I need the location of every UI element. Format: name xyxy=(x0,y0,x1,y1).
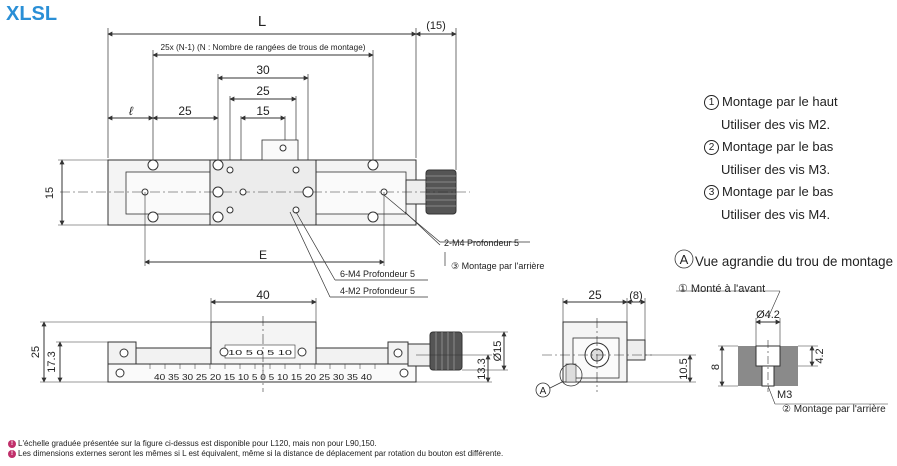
legend-title: Montage par le bas xyxy=(722,184,834,199)
legend-detail: Utiliser des vis M2. xyxy=(721,116,831,132)
detail-labels: A Vue agrandie du trou de montage ① Mont… xyxy=(678,252,893,415)
model-title: XLSL xyxy=(6,3,58,25)
dim-30: 30 xyxy=(256,63,270,77)
side-view-labels: 25 (8) 10.5 A xyxy=(540,288,690,397)
note-row: !L'échelle graduée présentée sur la figu… xyxy=(8,439,503,449)
legend-index: 2 xyxy=(704,140,719,155)
detail-rear-mount: ② Montage par l'arrière xyxy=(782,404,886,415)
dim-25-side: 25 xyxy=(588,288,602,302)
scale-bottom: 40 35 30 25 20 15 10 5 0 5 10 15 20 25 3… xyxy=(154,373,373,382)
callout-m2-4: 4-M2 Profondeur 5 xyxy=(340,286,415,296)
dim-25-center: 25 xyxy=(256,84,270,98)
detail-dia: Ø4.2 xyxy=(756,309,780,321)
legend-detail: Utiliser des vis M4. xyxy=(721,206,831,222)
detail-thread: M3 xyxy=(777,389,792,401)
callout-m4-2: 2-M4 Profondeur 5 xyxy=(444,238,519,248)
note-text: L'échelle graduée présentée sur la figur… xyxy=(18,439,377,448)
dim-pitch: 25x (N-1) (N : Nombre de rangées de trou… xyxy=(161,43,366,52)
dim-15-height: 15 xyxy=(44,187,56,199)
legend-detail: Utiliser des vis M3. xyxy=(721,161,831,177)
dim-17-3: 17.3 xyxy=(46,351,58,372)
dim-13-3: 13.3 xyxy=(476,358,488,379)
warning-icon: ! xyxy=(8,440,16,448)
top-view xyxy=(58,28,530,298)
legend-index: 1 xyxy=(704,95,719,110)
dim-25-left: 25 xyxy=(178,104,192,118)
dim-15-center: 15 xyxy=(256,104,270,118)
detail-title: Vue agrandie du trou de montage xyxy=(695,253,893,269)
notes: !L'échelle graduée présentée sur la figu… xyxy=(8,439,503,459)
detail-marker: A xyxy=(680,252,689,267)
callout-rear-3: ③ Montage par l'arrière xyxy=(451,261,544,271)
dim-10-5: 10.5 xyxy=(678,358,690,379)
front-view-labels: 40 25 17.3 13.3 Ø15 10 5 0 5 10 40 35 30… xyxy=(30,288,504,382)
dim-15-overhang: (15) xyxy=(426,20,446,32)
legend-index: 3 xyxy=(704,185,719,200)
scale-top: 10 5 0 5 10 xyxy=(228,348,292,357)
dim-L: L xyxy=(258,13,266,30)
legend-title: Montage par le bas xyxy=(722,139,834,154)
dim-ell: ℓ xyxy=(129,104,134,118)
front-view xyxy=(40,298,508,392)
dim-25-front: 25 xyxy=(30,346,42,358)
warning-icon: ! xyxy=(8,450,16,458)
detail-dim-8: 8 xyxy=(710,364,722,370)
note-text: Les dimensions externes seront les mêmes… xyxy=(18,449,504,458)
dim-8-side: (8) xyxy=(629,290,642,302)
note-row: !Les dimensions externes seront les même… xyxy=(8,449,503,459)
dim-15-dia: Ø15 xyxy=(492,341,504,362)
dim-E: E xyxy=(259,248,267,262)
detail-dim-4-2: 4.2 xyxy=(814,348,826,363)
legend-title: Montage par le haut xyxy=(722,94,838,109)
dim-40: 40 xyxy=(256,288,270,302)
detail-view xyxy=(674,249,888,405)
callout-m4-6: 6-M4 Profondeur 5 xyxy=(340,269,415,279)
detail-marker-side: A xyxy=(540,386,547,397)
top-view-labels: L (15) 25x (N-1) (N : Nombre de rangées … xyxy=(44,13,544,296)
side-view xyxy=(535,298,696,398)
detail-top-mount: ① Monté à l'avant xyxy=(678,283,765,295)
